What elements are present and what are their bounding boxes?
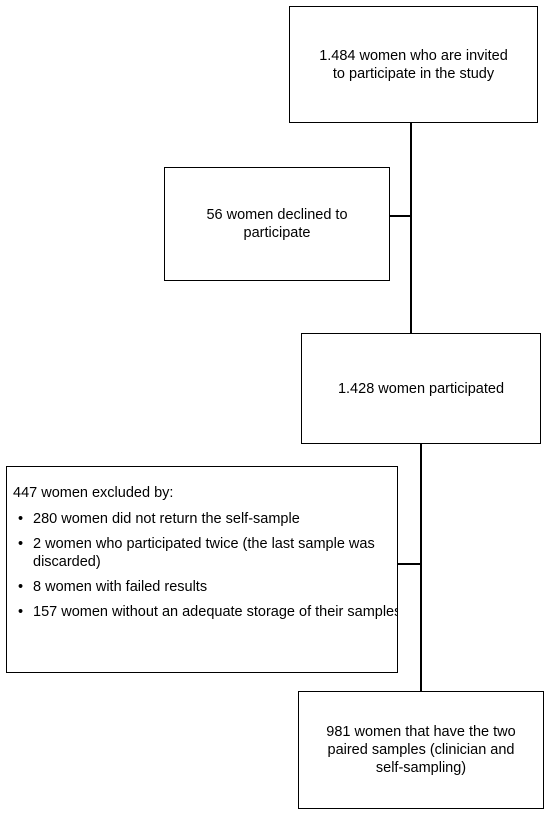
connector-main-lower [420,443,422,691]
bullet-icon: • [18,536,24,552]
excluded-heading: 447 women excluded by: [13,485,174,501]
connector-excluded [397,563,421,565]
exclusion-item: •157 women without an adequate storage o… [18,604,398,620]
declined-box: 56 women declined to participate [164,167,390,281]
bullet-icon: • [18,511,24,527]
exclusion-item: •2 women who participated twice (the las… [18,536,375,570]
invited-box: 1.484 women who are invited to participa… [289,6,538,123]
exclusion-list: •280 women did not return the self-sampl… [13,510,397,621]
exclusion-item: •280 women did not return the self-sampl… [18,511,300,527]
declined-text: 56 women declined to participate [206,207,348,241]
participated-text: 1.428 women participated [337,380,505,397]
connector-declined [389,215,411,217]
exclusion-item: •8 women with failed results [18,579,208,595]
final-box: 981 women that have the two paired sampl… [298,691,544,809]
connector-main-upper [410,123,412,333]
final-text: 981 women that have the two paired sampl… [326,724,516,776]
participated-box: 1.428 women participated [301,333,541,444]
bullet-icon: • [18,579,24,595]
bullet-icon: • [18,604,24,620]
excluded-box: 447 women excluded by: •280 women did no… [6,466,398,673]
invited-text: 1.484 women who are invited to participa… [319,47,508,82]
